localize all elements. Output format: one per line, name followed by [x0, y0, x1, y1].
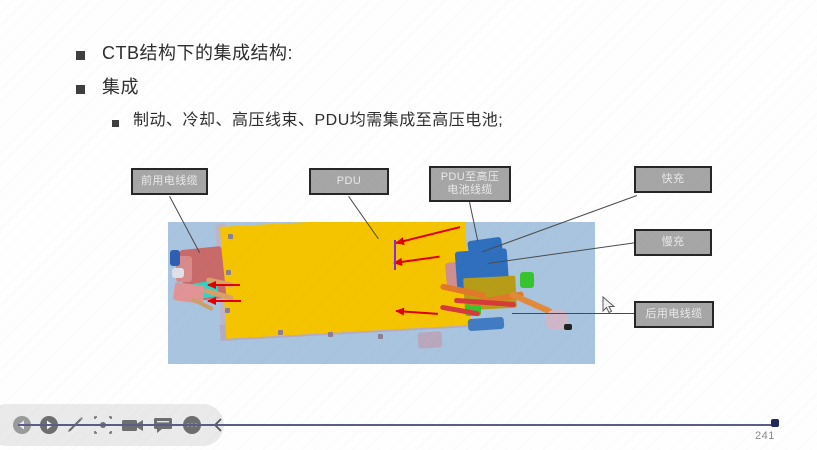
- rear-mount: [417, 331, 443, 349]
- bullet-marker-square: [76, 51, 85, 60]
- pack-edge-highlight: [394, 240, 396, 270]
- callout-fast-charge-label: 快充: [661, 173, 685, 185]
- rear-lower-module: [467, 316, 505, 332]
- callout-pdu-label: PDU: [336, 175, 362, 187]
- callout-pdu-to-hv-line2: 电池线缆: [447, 184, 493, 196]
- callout-pdu-to-hv-battery-cable[interactable]: PDU至高压 电池线缆: [429, 166, 511, 202]
- callout-front-cable-label: 前用电线缆: [141, 175, 198, 187]
- bullet-text-1: CTB结构下的集成结构:: [102, 43, 294, 63]
- page-number-label: 241: [755, 430, 775, 442]
- pack-bolt: [378, 334, 383, 339]
- callout-fast-charge[interactable]: 快充: [634, 166, 712, 193]
- callout-slow-charge[interactable]: 慢充: [634, 229, 712, 256]
- bullet-marker-square: [112, 120, 119, 127]
- callout-rear-cable-label: 后用电线缆: [645, 308, 703, 320]
- rear-end-connector: [546, 310, 568, 330]
- rear-green-connector: [520, 272, 534, 288]
- battery-pack-yellow: [220, 222, 471, 339]
- rear-end-cap: [564, 324, 572, 330]
- slide-progress-handle[interactable]: [771, 419, 779, 427]
- callout-rear-cable[interactable]: 后用电线缆: [634, 301, 714, 328]
- pack-bolt: [226, 270, 231, 275]
- bullet-text-3: 制动、冷却、高压线束、PDU均需集成至高压电池;: [133, 112, 504, 129]
- mouse-cursor-icon: [602, 296, 616, 314]
- callout-slow-charge-label: 慢充: [661, 236, 685, 248]
- bullet-marker-square: [76, 85, 85, 94]
- pack-bolt: [228, 234, 233, 239]
- leader-line-rear-cable: [512, 313, 637, 314]
- front-grey-module: [172, 268, 184, 278]
- slide-progress-bar[interactable]: [18, 424, 776, 426]
- callout-pdu[interactable]: PDU: [309, 168, 389, 195]
- bullet-item-3: 制动、冷却、高压线束、PDU均需集成至高压电池;: [112, 113, 503, 129]
- front-blue-module: [170, 250, 180, 266]
- callout-arrow-red: [207, 281, 240, 289]
- callout-front-cable[interactable]: 前用电线缆: [131, 168, 208, 195]
- pack-bolt: [225, 308, 230, 313]
- pack-bolt: [278, 330, 283, 335]
- bullet-item-1: CTB结构下的集成结构:: [76, 44, 293, 62]
- pack-bolt: [328, 332, 333, 337]
- bullet-item-2: 集成: [76, 78, 139, 96]
- callout-pdu-to-hv-line1: PDU至高压: [440, 171, 500, 183]
- ctb-structure-figure: [168, 222, 595, 364]
- bullet-text-2: 集成: [102, 77, 139, 97]
- callout-arrow-red: [207, 297, 241, 305]
